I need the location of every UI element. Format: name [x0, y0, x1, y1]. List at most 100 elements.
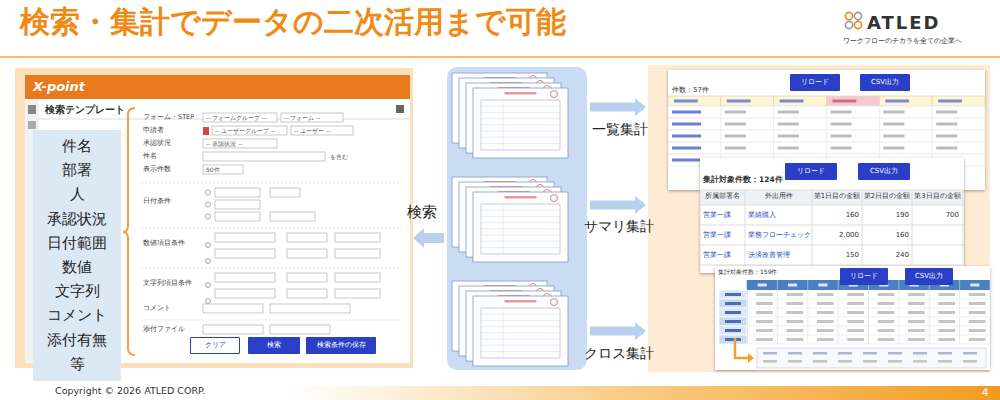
- row-line: [747, 326, 990, 327]
- cell-text-bar: [813, 352, 827, 355]
- cell-text-bar: [725, 147, 746, 150]
- app-name: X-point: [33, 80, 85, 95]
- block-arrow: [413, 228, 444, 248]
- csv-button: CSV出力: [858, 163, 910, 180]
- input-box: [335, 249, 380, 258]
- divider: [141, 320, 402, 321]
- page-rule: [481, 339, 560, 340]
- table-cell: [827, 142, 880, 154]
- title-underline: [0, 56, 1000, 57]
- page-rule: [503, 308, 504, 358]
- row-head-bar: [725, 302, 741, 305]
- row-head-cell: [719, 317, 747, 326]
- cell-text-bar: [817, 329, 834, 332]
- page-rule: [481, 131, 560, 132]
- cell-text-bar: [847, 320, 864, 323]
- node-text: リロード: [801, 78, 829, 86]
- header-cell: [879, 96, 932, 106]
- input-box: [287, 289, 327, 298]
- cell-text-bar: [817, 302, 834, 305]
- table-cell: [774, 142, 827, 154]
- count-text: 集計対象件数：159件: [718, 269, 777, 276]
- page-rule: [503, 204, 504, 254]
- cell-text-bar: [725, 111, 746, 114]
- table-cell: [879, 118, 932, 130]
- cell-text-bar: [786, 338, 803, 341]
- page-rule: [481, 118, 560, 119]
- cell-text-bar: [725, 135, 746, 138]
- row-line: [747, 344, 990, 345]
- cell-text-bar: [817, 293, 834, 296]
- cell-text-bar: [878, 329, 895, 332]
- col-line: [700, 190, 701, 273]
- page-rule: [481, 235, 560, 236]
- input-box: [215, 233, 275, 242]
- col-line: [898, 280, 899, 344]
- node-text: 検索条件の保存: [317, 341, 366, 349]
- table-cell: [774, 130, 827, 142]
- cell-text-bar: [938, 311, 955, 314]
- cell-text-bar: [938, 293, 955, 296]
- col-line: [807, 280, 808, 344]
- table-cell: [721, 118, 774, 130]
- cell-text-bar: [756, 320, 773, 323]
- cell-text-bar: [938, 302, 955, 305]
- cell-text-bar: [817, 311, 834, 314]
- radio-button: [206, 190, 211, 195]
- header-text-bar: [674, 100, 698, 103]
- cell-text-bar: [672, 135, 701, 138]
- cell-text-bar: [936, 135, 957, 138]
- col-line: [868, 280, 869, 344]
- page-number: 4: [982, 387, 988, 399]
- row-head-bar: [725, 329, 741, 332]
- node-text: リロード: [797, 167, 825, 175]
- table-cell: [827, 130, 880, 142]
- cell-text-bar: [878, 293, 895, 296]
- radio-button: [206, 243, 211, 248]
- page-title-bar: [505, 300, 537, 303]
- block-arrow: [590, 196, 646, 214]
- page-sheet: [473, 192, 568, 262]
- input-box: [270, 212, 315, 221]
- input-box: [215, 200, 260, 209]
- col-line: [838, 280, 839, 344]
- header-cell: [668, 96, 721, 106]
- cell-text-bar: [908, 302, 925, 305]
- cell-text-bar: [838, 352, 852, 355]
- cell-text-bar: [863, 352, 877, 355]
- page-rule: [503, 100, 504, 150]
- page-sheet: [473, 296, 568, 366]
- page-rule: [481, 332, 560, 333]
- col-line: [963, 190, 964, 273]
- page-rule: [481, 112, 560, 113]
- table-cell: [827, 118, 880, 130]
- cell-text-bar: [786, 311, 803, 314]
- cell-text-bar: [908, 338, 925, 341]
- input-box: [203, 113, 277, 122]
- page-grid: [481, 100, 560, 150]
- input-box: [270, 188, 300, 197]
- logo-dot: [845, 12, 852, 19]
- tagline: ワークフローのチカラを全ての企業へ: [843, 37, 962, 45]
- cell-text-bar: [831, 147, 852, 150]
- cell-text-bar: [963, 360, 977, 363]
- table-cell: [879, 106, 932, 118]
- result-panel: [648, 65, 990, 372]
- header-text-bar: [970, 284, 979, 287]
- cell-text-bar: [908, 320, 925, 323]
- radio-button: [206, 259, 211, 264]
- input-box: [215, 188, 260, 197]
- header-cell: [827, 96, 880, 106]
- cell-text-bar: [672, 111, 701, 114]
- cell-text-bar: [847, 302, 864, 305]
- header-text-bar: [758, 284, 767, 287]
- document-panel: [447, 67, 587, 370]
- cell-text-bar: [938, 329, 955, 332]
- header-cell: [721, 96, 774, 106]
- reload-button: リロード: [840, 268, 888, 285]
- input-box: [203, 304, 263, 313]
- stamp: [551, 91, 558, 98]
- cell-text-bar: [969, 320, 986, 323]
- header-cell: [774, 96, 827, 106]
